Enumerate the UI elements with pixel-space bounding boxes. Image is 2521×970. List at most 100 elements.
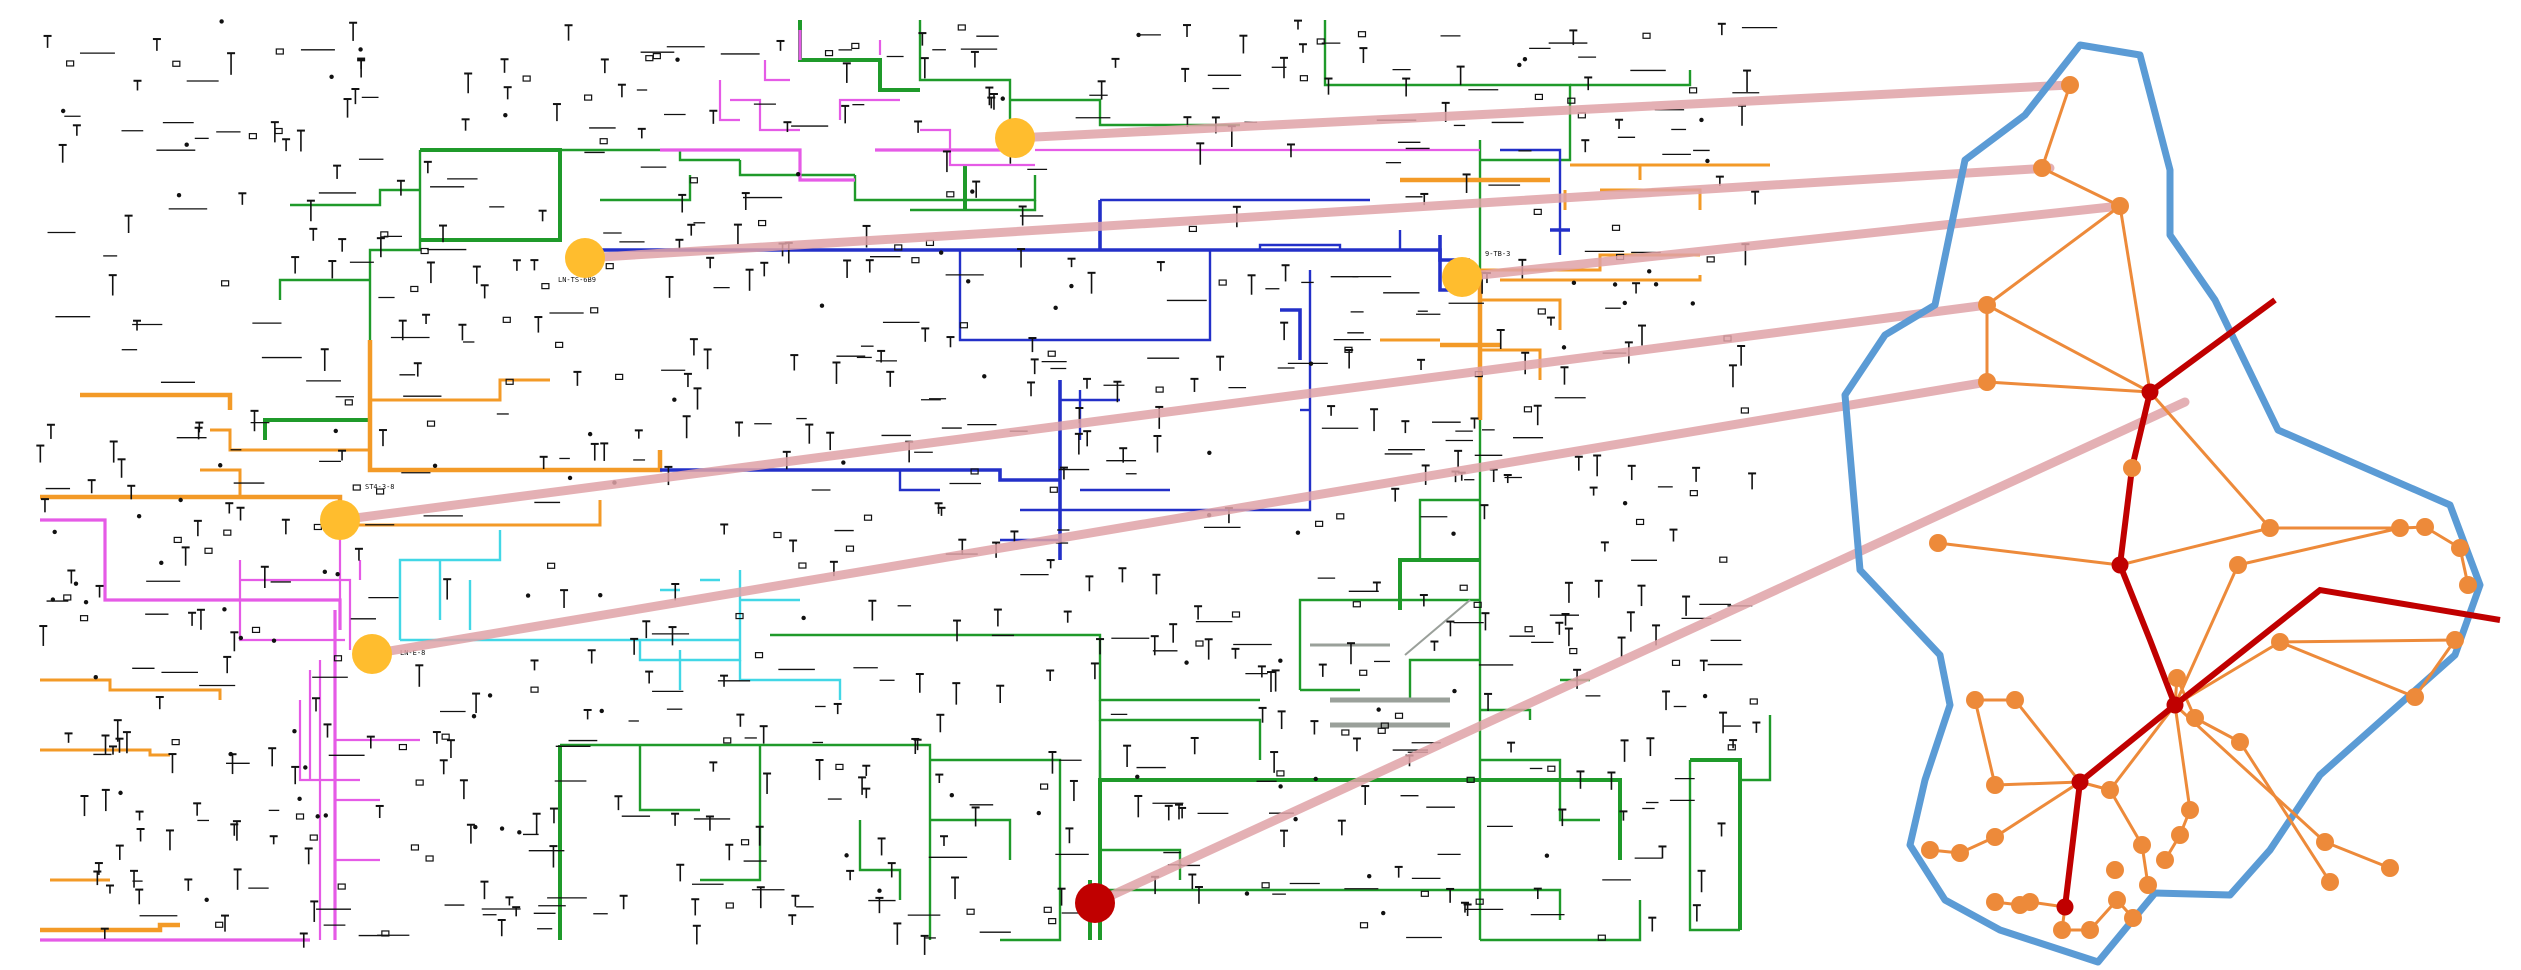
device-box (1232, 612, 1239, 617)
graph-node (2053, 921, 2071, 939)
node-dot (177, 193, 181, 197)
green-line (560, 745, 930, 940)
graph-node (2101, 781, 2119, 799)
device-box (338, 884, 345, 889)
device-box (1396, 713, 1403, 718)
device-box (1741, 408, 1748, 413)
device-box (774, 533, 781, 538)
cyan-line (400, 530, 500, 640)
node-dot (600, 709, 604, 713)
device-box (826, 51, 833, 56)
green-line (910, 200, 1035, 210)
node-dot (358, 47, 362, 51)
green-line (265, 340, 370, 440)
device-box (958, 25, 965, 30)
graph-edge (1938, 543, 2120, 565)
node-dot (324, 813, 328, 817)
node-dot (588, 432, 592, 436)
node-dot (939, 250, 943, 254)
graph-node (2406, 688, 2424, 706)
node-dot (982, 374, 986, 378)
device-box (428, 421, 435, 426)
node-dot (1135, 775, 1139, 779)
device-box (1534, 209, 1541, 214)
region-outline (1845, 45, 2480, 962)
green-line (600, 175, 690, 200)
device-box (1378, 728, 1385, 733)
root-marker (1075, 883, 1115, 923)
node-dot (1703, 694, 1707, 698)
node-dot (218, 463, 222, 467)
device-box (690, 178, 697, 183)
device-box (345, 400, 352, 405)
node-dot (297, 797, 301, 801)
orange-line (80, 395, 230, 410)
highlight-marker (1442, 257, 1482, 297)
green-line (1100, 700, 1260, 760)
device-box (1460, 585, 1467, 590)
node-dot (137, 514, 141, 518)
graph-edge (1987, 382, 2150, 392)
node-dot (488, 693, 492, 697)
trunk-node (2072, 774, 2089, 791)
device-box (297, 814, 304, 819)
node-dot (1452, 689, 1456, 693)
graph-node (2006, 691, 2024, 709)
device-box (1637, 519, 1644, 524)
graph-node (2081, 921, 2099, 939)
device-box (1342, 730, 1349, 735)
device-box (421, 249, 428, 254)
blue-line (1280, 310, 1300, 360)
magenta-line (840, 100, 900, 120)
green-line (800, 20, 920, 90)
node-dot (229, 752, 233, 756)
node-dot (950, 793, 954, 797)
green-line (1740, 715, 1770, 780)
node-dot (1699, 118, 1703, 122)
node-dot (820, 304, 824, 308)
cyan-line (740, 660, 840, 700)
node-dot (1654, 282, 1658, 286)
node-dot (74, 581, 78, 585)
device-box (1360, 670, 1367, 675)
graph-node (2391, 519, 2409, 537)
node-dot (844, 853, 848, 857)
node-dot (526, 593, 530, 597)
graph-node (2271, 633, 2289, 651)
device-box (1358, 32, 1365, 37)
device-box (1353, 602, 1360, 607)
graph-edge (2120, 528, 2270, 565)
device-box (1535, 94, 1542, 99)
device-box (1570, 649, 1577, 654)
node-dot (1184, 660, 1188, 664)
device-box (253, 627, 260, 632)
node-dot (1037, 811, 1041, 815)
graph-node (1986, 828, 2004, 846)
graph-edge (1987, 305, 2150, 392)
device-box (1707, 257, 1714, 262)
trunk-line (2065, 300, 2275, 907)
node-dot (1523, 57, 1527, 61)
green-line (640, 745, 700, 810)
node-dot (185, 143, 189, 147)
device-box (353, 485, 360, 490)
graph-edge (1995, 782, 2080, 837)
node-dot (1245, 891, 1249, 895)
node-dot (84, 600, 88, 604)
graph-edge (2110, 790, 2142, 845)
graph-edge (2120, 206, 2150, 392)
node-dot (178, 498, 182, 502)
green-line (1010, 100, 1240, 125)
device-box (1613, 225, 1620, 230)
graph-edge (2240, 742, 2330, 882)
green-line (1480, 890, 1560, 920)
device-box (314, 524, 321, 529)
graph-node (1978, 296, 1996, 314)
device-box (836, 764, 843, 769)
graph-node (2124, 909, 2142, 927)
node-dot (1647, 269, 1651, 273)
graph-node (1951, 844, 1969, 862)
graph-node (2111, 197, 2129, 215)
device-box (216, 922, 223, 927)
